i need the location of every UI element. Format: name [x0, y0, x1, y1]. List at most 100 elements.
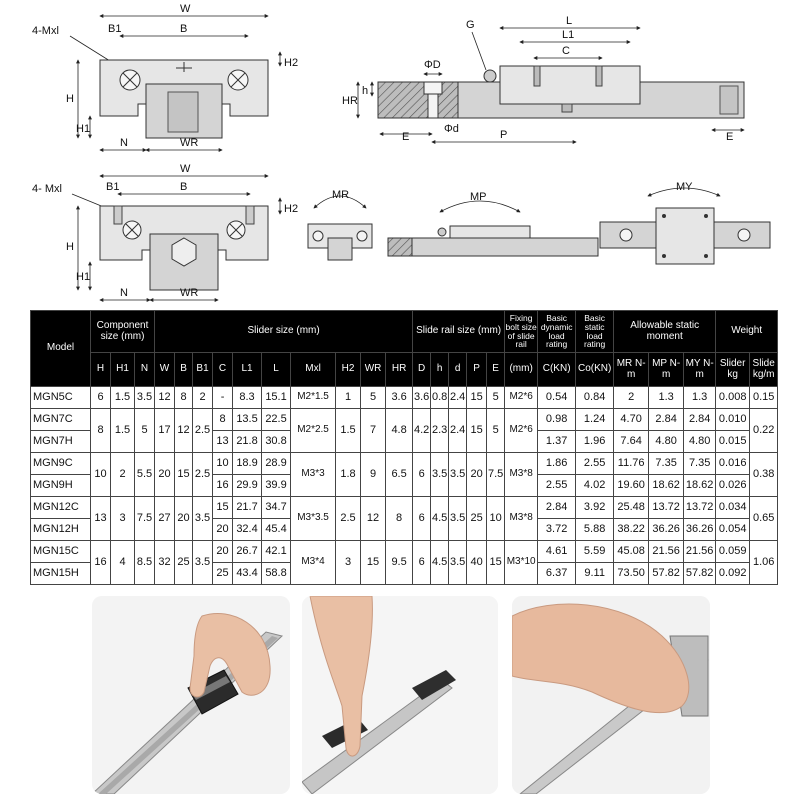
cell-mr: 25.48: [613, 496, 650, 519]
cell-slider-kg: 0.059: [715, 540, 751, 563]
dim-b-label: B: [180, 23, 187, 35]
photo-strip: [0, 596, 800, 800]
dim-h1-label: H1: [76, 123, 90, 135]
photo-hand-on-rail: [512, 596, 710, 794]
cell-co-kn: 3.92: [575, 496, 615, 519]
cell-c-kn: 0.54: [537, 386, 577, 409]
front-view-diagram-top: W B B1 4-Mxl H H1 H2 N WR: [32, 3, 298, 152]
header-fixing-bolt: Fixing bolt size of slide rail: [504, 310, 539, 353]
cell-d: 2.4: [448, 408, 468, 453]
cell-b1: 3.5: [192, 496, 214, 541]
subheader-cell: H2: [335, 352, 362, 387]
cell-c: 25: [212, 562, 234, 585]
subheader-cell: B1: [192, 352, 214, 387]
cell-c: 13: [212, 430, 234, 453]
dim-e-left-label: E: [402, 131, 409, 143]
subheader-cell: h: [430, 352, 450, 387]
cell-co-kn: 1.96: [575, 430, 615, 453]
cell-h1: 4: [110, 540, 135, 585]
cell-h1: 1.5: [110, 408, 135, 453]
subheader-cell: Slider kg: [715, 352, 751, 387]
cell-c: 10: [212, 452, 234, 475]
cell-b1: 3.5: [192, 540, 214, 585]
subheader-cell: (mm): [504, 352, 539, 387]
cell-c-kn: 4.61: [537, 540, 577, 563]
screw-label-2: 4- Mxl: [32, 183, 62, 195]
cell-wr: 7: [360, 408, 387, 453]
cell-c-kn: 2.55: [537, 474, 577, 497]
cell-l: 34.7: [261, 496, 292, 519]
cell-slider-kg: 0.092: [715, 562, 751, 585]
cell-d: 6: [412, 496, 432, 541]
cell-slider-kg: 0.054: [715, 518, 751, 541]
cell-hr: 8: [385, 496, 414, 541]
cell-mr: 73.50: [613, 562, 650, 585]
cell-co-kn: 5.88: [575, 518, 615, 541]
cell-p: 20: [466, 452, 488, 497]
cell-mp: 57.82: [648, 562, 685, 585]
dim-h1-label-2: H1: [76, 271, 90, 283]
subheader-cell: WR: [360, 352, 387, 387]
header-basic-dynamic: Basic dynamic load rating: [537, 310, 577, 353]
dim-b-label-2: B: [180, 181, 187, 193]
cell-l: 45.4: [261, 518, 292, 541]
dim-hr-label: HR: [342, 95, 358, 107]
cell-b: 8: [174, 386, 194, 409]
cell-mp: 21.56: [648, 540, 685, 563]
subheader-cell: Slide kg/m: [749, 352, 779, 387]
cell-h2: 1.8: [335, 452, 362, 497]
cell-l1: 43.4: [232, 562, 263, 585]
cell-l: 58.8: [261, 562, 292, 585]
cell-c-kn: 3.72: [537, 518, 577, 541]
cell-c-kn: 1.37: [537, 430, 577, 453]
cell-wr: 5: [360, 386, 387, 409]
subheader-cell: MP N-m: [648, 352, 685, 387]
cell-mr: 45.08: [613, 540, 650, 563]
cell-bolt: M3*8: [504, 452, 539, 497]
cell-mp: 18.62: [648, 474, 685, 497]
moment-mp-label: MP: [470, 191, 487, 203]
model-cell: MGN15C: [30, 540, 91, 563]
cell-hr: 3.6: [385, 386, 414, 409]
cell-n: 7.5: [133, 496, 156, 541]
cell-wr: 15: [360, 540, 387, 585]
cell-l1: 29.9: [232, 474, 263, 497]
cell-c-kn: 2.84: [537, 496, 577, 519]
cell-hr: 4.8: [385, 408, 414, 453]
cell-p: 25: [466, 496, 488, 541]
cell-d: 3.6: [412, 386, 432, 409]
dim-phi-d-small-label: Φd: [444, 123, 459, 135]
cell-mp: 13.72: [648, 496, 685, 519]
subheader-cell: MY N-m: [683, 352, 717, 387]
cell-w: 20: [154, 452, 176, 497]
cell-co-kn: 4.02: [575, 474, 615, 497]
dim-h-label-2: H: [66, 241, 74, 253]
cell-my: 13.72: [683, 496, 717, 519]
cell-slide-kgm: 0.15: [749, 386, 779, 409]
cell-d: 2.4: [448, 386, 468, 409]
cell-w: 27: [154, 496, 176, 541]
cell-h1: 3: [110, 496, 135, 541]
cell-h2: 1.5: [335, 408, 362, 453]
cell-mr: 7.64: [613, 430, 650, 453]
cell-c: 15: [212, 496, 234, 519]
cell-my: 1.3: [683, 386, 717, 409]
subheader-cell: P: [466, 352, 488, 387]
cell-slider-kg: 0.026: [715, 474, 751, 497]
model-cell: MGN9C: [30, 452, 91, 475]
cell-b: 25: [174, 540, 194, 585]
cell-my: 21.56: [683, 540, 717, 563]
cell-my: 7.35: [683, 452, 717, 475]
cell-p: 15: [466, 386, 488, 409]
cell-p: 15: [466, 408, 488, 453]
dim-b1-label-2: B1: [106, 181, 119, 193]
cell-n: 8.5: [133, 540, 156, 585]
cell-h: 10: [90, 452, 111, 497]
cell-e: 15: [486, 540, 506, 585]
dim-h2-label-2: H2: [284, 203, 298, 215]
